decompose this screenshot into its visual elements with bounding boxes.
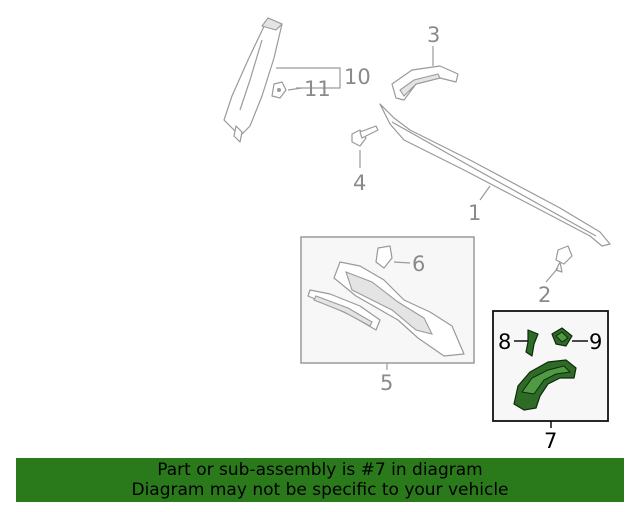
callout-2[interactable]: 2 [538,283,551,307]
callout-1[interactable]: 1 [468,201,481,225]
part-10-pillar-trim[interactable] [223,17,283,143]
part-8-clip-green[interactable] [525,329,539,357]
callout-10[interactable]: 10 [344,65,371,89]
callout-6[interactable]: 6 [412,252,425,276]
part-2-push-clip[interactable] [555,245,573,273]
fitment-banner: Part or sub-assembly is #7 in diagram Di… [16,458,624,502]
part-9-clip-green[interactable] [551,327,573,347]
leader-6 [393,261,411,264]
callout-4[interactable]: 4 [353,171,366,195]
banner-line-2: Diagram may not be specific to your vehi… [131,480,509,500]
part-1-moulding[interactable] [379,103,611,247]
part-5-step-sill[interactable] [307,261,465,357]
leader-11 [287,87,303,91]
callout-7[interactable]: 7 [544,429,557,453]
part-7-wheel-arch-moulding[interactable] [513,359,577,411]
leader-1 [479,185,491,201]
callout-9[interactable]: 9 [589,330,602,354]
part-6-clip[interactable] [375,245,393,269]
part-3-bracket[interactable] [391,65,459,101]
part-11-clip[interactable] [271,81,287,99]
callout-3[interactable]: 3 [427,23,440,47]
callout-8[interactable]: 8 [498,330,511,354]
banner-line-1: Part or sub-assembly is #7 in diagram [157,460,483,480]
leader-10 [276,67,341,89]
callout-11[interactable]: 11 [304,77,331,101]
callout-5[interactable]: 5 [380,371,393,395]
part-4-screw[interactable] [351,125,379,147]
leader-2 [545,267,559,283]
